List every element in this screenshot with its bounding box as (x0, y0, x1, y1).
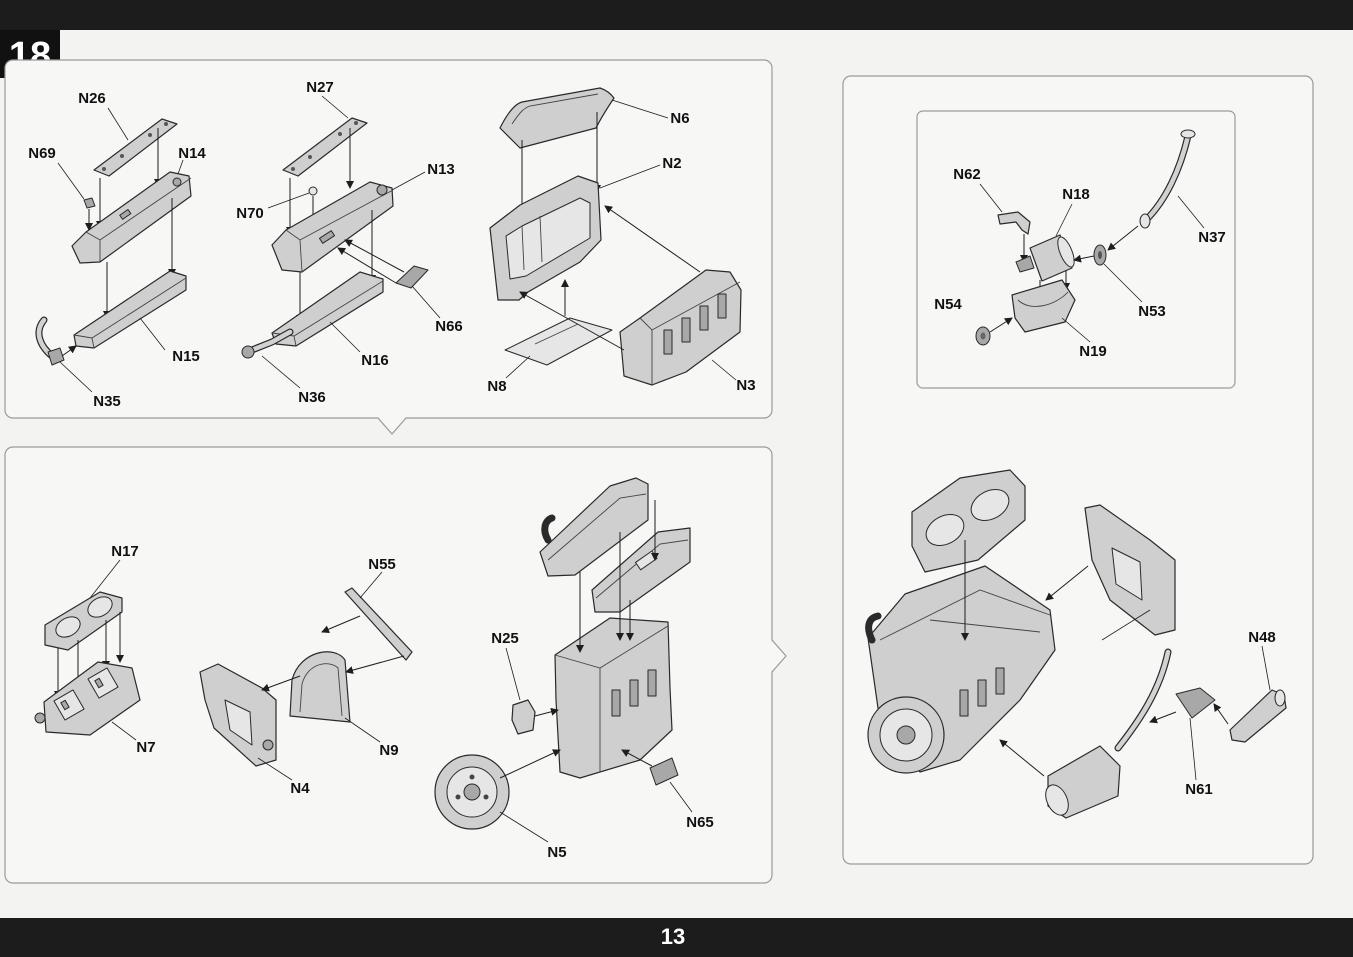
callout-n55: N55 (368, 556, 396, 573)
callout-n62: N62 (953, 166, 981, 183)
callout-n13: N13 (427, 161, 455, 178)
bottom-bar (0, 918, 1353, 957)
callout-n3: N3 (736, 377, 755, 394)
callout-n9: N9 (379, 742, 398, 759)
part-n69 (83, 197, 96, 209)
part-n27 (282, 117, 368, 177)
callout-n26: N26 (78, 90, 106, 107)
callout-n6: N6 (670, 110, 689, 127)
callout-n53: N53 (1138, 303, 1166, 320)
callout-n25: N25 (491, 630, 519, 647)
callout-n7: N7 (136, 739, 155, 756)
panel-right-inset (916, 110, 1236, 389)
part-n26 (93, 118, 178, 177)
part-n54 (975, 326, 991, 346)
part-n66 (395, 265, 429, 289)
callout-n5: N5 (547, 844, 566, 861)
callout-n69: N69 (28, 145, 56, 162)
part-n19 (1011, 279, 1076, 333)
callout-n48: N48 (1248, 629, 1276, 646)
callout-n17: N17 (111, 543, 139, 560)
part-n7 (34, 661, 141, 736)
callout-n70: N70 (236, 205, 264, 222)
part-n4 (199, 663, 277, 767)
part-n62 (997, 211, 1031, 235)
callout-n37: N37 (1198, 229, 1226, 246)
callout-n19: N19 (1079, 343, 1107, 360)
engine-assembly-right (865, 469, 1176, 819)
callout-n61: N61 (1185, 781, 1213, 798)
part-n17 (44, 591, 123, 651)
callout-n27: N27 (306, 79, 334, 96)
part-n3 (619, 269, 742, 386)
part-n18 (1015, 234, 1075, 282)
part-n70 (308, 186, 318, 196)
part-n35 (35, 316, 65, 366)
part-n6 (499, 87, 615, 149)
part-n9 (289, 651, 351, 723)
part-n36 (241, 328, 294, 359)
callout-n54: N54 (934, 296, 962, 313)
callout-n18: N18 (1062, 186, 1090, 203)
part-n48 (1229, 689, 1287, 743)
part-n61 (1175, 687, 1216, 719)
part-n5 (434, 754, 510, 830)
callout-n35: N35 (93, 393, 121, 410)
top-bar (0, 0, 1353, 30)
part-n13 (271, 181, 394, 273)
callout-n4: N4 (290, 780, 310, 797)
part-n53 (1093, 244, 1107, 266)
part-n65 (649, 757, 679, 786)
part-n2 (489, 175, 602, 301)
part-n8 (504, 317, 613, 366)
callout-n15: N15 (172, 348, 200, 365)
callout-n8: N8 (487, 378, 506, 395)
part-n14 (71, 171, 192, 264)
callout-n2: N2 (662, 155, 681, 172)
part-n25 (511, 699, 536, 735)
part-n37 (1139, 129, 1196, 229)
callout-n16: N16 (361, 352, 389, 369)
callout-n66: N66 (435, 318, 463, 335)
callout-n14: N14 (178, 145, 206, 162)
callout-n36: N36 (298, 389, 326, 406)
engine-assembly-left (539, 477, 691, 779)
page-number: 13 (661, 924, 685, 949)
part-n55 (344, 587, 413, 661)
callout-n65: N65 (686, 814, 714, 831)
